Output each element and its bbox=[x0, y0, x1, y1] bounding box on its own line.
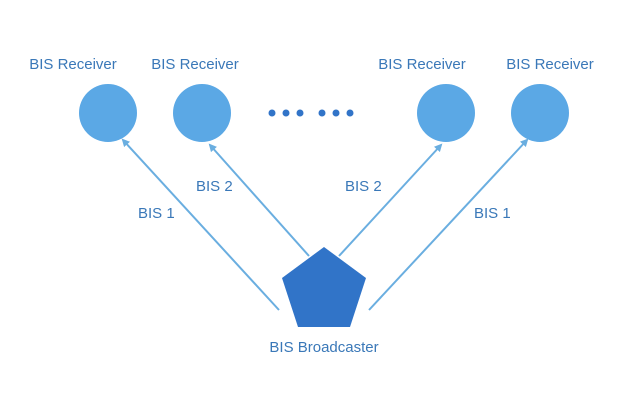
ellipsis-dot bbox=[318, 109, 326, 117]
ellipsis-dot bbox=[346, 109, 354, 117]
ellipsis-dot bbox=[296, 109, 304, 117]
arrow-to-receiver-2 bbox=[208, 143, 310, 257]
receiver-node-2 bbox=[173, 84, 231, 142]
stream-label-1: BIS 1 bbox=[138, 205, 175, 222]
receiver-node-3 bbox=[417, 84, 475, 142]
arrow-to-receiver-4 bbox=[368, 138, 529, 311]
receiver-label-3: BIS Receiver bbox=[378, 56, 466, 73]
receiver-label-1: BIS Receiver bbox=[29, 56, 117, 73]
stream-label-2: BIS 2 bbox=[196, 178, 233, 195]
receiver-label-4: BIS Receiver bbox=[506, 56, 594, 73]
broadcaster-label: BIS Broadcaster bbox=[269, 339, 379, 356]
ellipsis-dot bbox=[332, 109, 340, 117]
arrow-to-receiver-1 bbox=[121, 138, 280, 311]
arrow-to-receiver-3 bbox=[338, 143, 443, 257]
stream-label-3: BIS 2 bbox=[345, 178, 382, 195]
ellipsis-dot bbox=[268, 109, 276, 117]
receiver-node-1 bbox=[79, 84, 137, 142]
broadcaster-node bbox=[282, 247, 366, 327]
receiver-node-4 bbox=[511, 84, 569, 142]
ellipsis-dots bbox=[268, 109, 354, 117]
stream-label-4: BIS 1 bbox=[474, 205, 511, 222]
ellipsis-dot bbox=[282, 109, 290, 117]
receiver-label-2: BIS Receiver bbox=[151, 56, 239, 73]
